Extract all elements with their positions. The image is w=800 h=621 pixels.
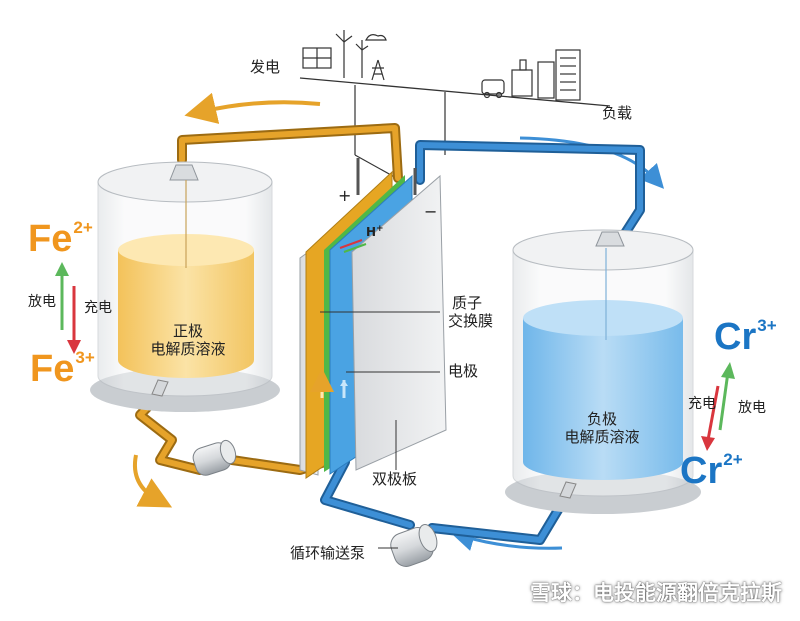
positive-electrolyte-liquid: [118, 250, 254, 378]
bipolar-plate-label: 双极板: [372, 470, 418, 488]
pump-right: [390, 524, 438, 567]
fe3-ion: Fe3+: [30, 347, 95, 390]
load-icons: [481, 49, 581, 101]
pump-label: 循环输送泵: [290, 544, 366, 562]
chromium-discharge-label: 放电: [738, 400, 766, 416]
generation-label: 发电: [250, 58, 281, 76]
minus-terminal: −: [424, 202, 438, 221]
iron-discharge-label: 放电: [28, 294, 56, 310]
cr3-ion: Cr3+: [714, 315, 777, 358]
proton-label: H+: [366, 224, 384, 239]
negative-electrolyte-liquid: [523, 318, 683, 480]
bipolar-plate-right: [351, 174, 447, 471]
iron-redox-arrows: [55, 262, 81, 354]
negative-electrolyte-label: 负极 电解质溶液: [564, 410, 640, 446]
cr2-ion: Cr2+: [680, 449, 743, 492]
blue-pipes: [320, 140, 645, 545]
positive-electrolyte-label: 正极 电解质溶液: [150, 322, 226, 358]
chromium-charge-label: 充电: [688, 396, 716, 412]
generation-icons: [302, 30, 387, 81]
load-label: 负载: [602, 104, 633, 122]
pump-left: [192, 439, 237, 476]
blue-flow-arrow-bottom: [450, 527, 563, 551]
cell-stack: [299, 158, 447, 479]
membrane-label: 质子 交换膜: [448, 294, 494, 330]
orange-flow-arrow-bottom: [133, 454, 173, 508]
plus-terminal: +: [338, 186, 352, 205]
electrode-label: 电极: [448, 362, 479, 380]
iron-charge-label: 充电: [84, 300, 112, 316]
watermark: 雪球：电投能源翻倍克拉斯: [530, 581, 782, 605]
fe2-ion: Fe2+: [28, 217, 93, 260]
orange-flow-arrow-top: [184, 92, 321, 124]
positive-tank: [90, 161, 280, 412]
chromium-redox-arrows: [701, 362, 735, 451]
negative-tank: [505, 229, 701, 514]
